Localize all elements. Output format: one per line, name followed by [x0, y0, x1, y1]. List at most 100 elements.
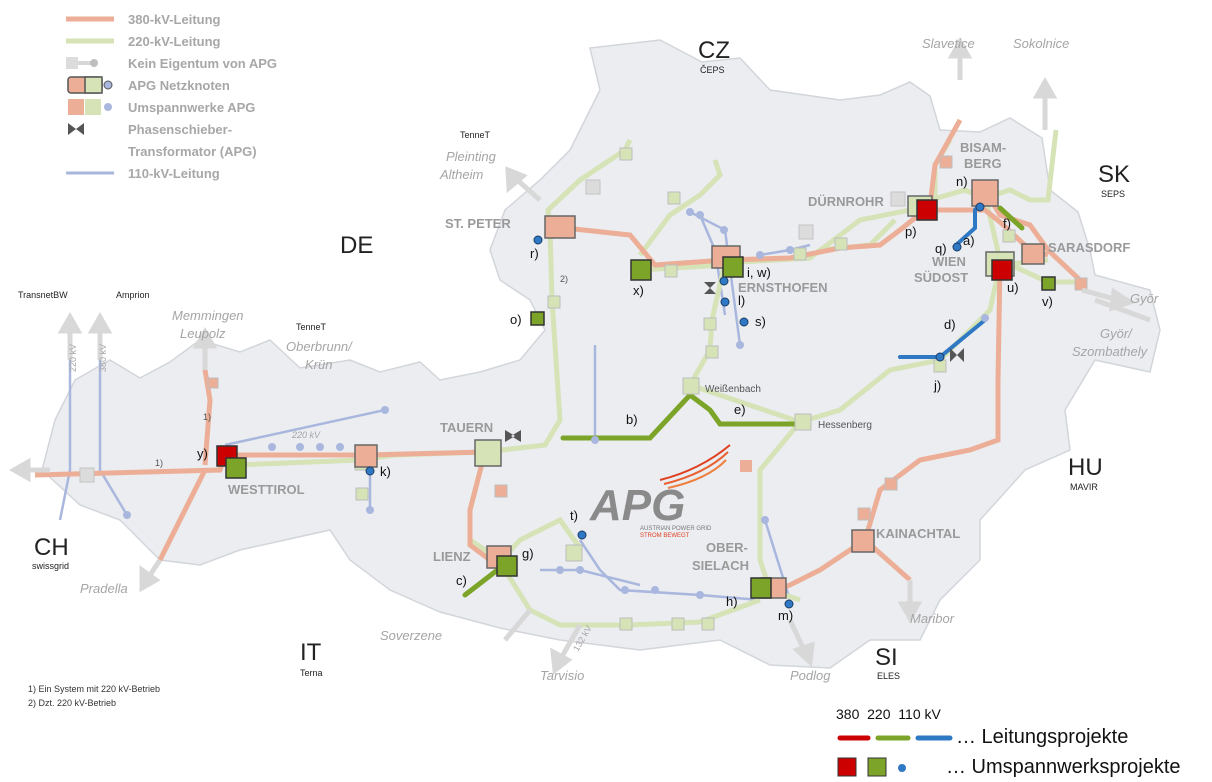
substation-110-projects	[365, 202, 985, 609]
label-leupolz: Leupolz	[180, 326, 226, 341]
phase-shifter-icons	[505, 282, 964, 442]
project-y: y)	[197, 446, 208, 461]
label-obersielach-2: SIELACH	[692, 558, 749, 573]
tso-si: ELES	[877, 671, 900, 681]
label-220kv: 220 kV	[291, 430, 321, 440]
legend-row-no-ownership: Kein Eigentum von APG	[64, 52, 277, 74]
legend-label: 110-kV-Leitung	[128, 165, 220, 181]
country-cz: CZ	[698, 37, 730, 64]
footnote-marks: 1) 1) 2)	[155, 274, 568, 468]
label-tarvisio: Tarvisio	[540, 668, 584, 683]
project-s: s)	[755, 314, 766, 329]
substation-projects	[216, 199, 1056, 599]
legend-row-220: 220-kV-Leitung	[64, 30, 277, 52]
project-i-w: i, w)	[747, 265, 771, 280]
logo-sub2: STROM BEWEGT	[640, 533, 690, 539]
country-labels: CZ ČEPS DE SK SEPS HU MAVIR SI ELES IT T…	[18, 37, 1130, 681]
legend-row-380: 380-kV-Leitung	[64, 8, 277, 30]
project-x: x)	[633, 283, 644, 298]
map-legend: 380-kV-Leitung 220-kV-Leitung Kein Eigen…	[64, 8, 277, 184]
label-szombathely: Szombathely	[1072, 344, 1149, 359]
project-e: e)	[734, 402, 746, 417]
legend-label: 220-kV-Leitung	[128, 33, 221, 49]
label-weissenbach: Weißenbach	[705, 384, 761, 395]
country-sk: SK	[1098, 161, 1130, 188]
legend-label: APG Netzknoten	[128, 77, 230, 93]
project-m: m)	[778, 608, 793, 623]
footnote-2: 2) Dzt. 220 kV-Betrieb	[28, 698, 117, 708]
logo-sub1: AUSTRIAN POWER GRID	[640, 526, 712, 532]
label-380kv: 380 kV	[98, 344, 108, 372]
foreign-nodes-grey	[79, 179, 906, 483]
country-de: DE	[340, 232, 373, 259]
tso-cz: ČEPS	[700, 65, 725, 75]
legend-label: 380-kV-Leitung	[128, 11, 221, 27]
kv-220: 220	[867, 706, 891, 722]
project-f: f)	[1003, 216, 1011, 231]
legend-row-grid-node: APG Netzknoten	[64, 74, 277, 96]
project-c: c)	[456, 573, 467, 588]
label-oberbrunn: Oberbrunn/	[286, 339, 353, 354]
line-projects-label: … Leitungsprojekte	[956, 725, 1129, 748]
project-u: u)	[1007, 280, 1019, 295]
label-lienz: LIENZ	[433, 549, 471, 564]
station-labels: ST. PETER DÜRNROHR BISAM- BERG SARASDORF…	[228, 140, 1130, 573]
label-wien-2: SÜDOST	[914, 270, 968, 285]
project-o: o)	[510, 312, 522, 327]
project-legend: 380 220 110 kV … Leitungsprojekte … Umsp…	[836, 706, 1181, 782]
project-b: b)	[626, 412, 638, 427]
country-it: IT	[300, 639, 322, 666]
label-altheim: Altheim	[439, 167, 484, 182]
tso-ch: swissgrid	[32, 561, 69, 571]
label-gyoer: Györ	[1130, 291, 1159, 306]
tso-sk: SEPS	[1101, 189, 1125, 199]
legend-label: Transformator (APG)	[128, 143, 257, 159]
foreign-node-labels: Slavetice Sokolnice Pleinting Altheim Me…	[80, 36, 1159, 683]
legend-label: Phasenschieber-	[128, 121, 233, 137]
fn-1-b: 1)	[203, 412, 211, 422]
label-ernsthofen: ERNSTHOFEN	[738, 280, 828, 295]
label-pleinting: Pleinting	[446, 149, 497, 164]
label-maribor: Maribor	[910, 611, 955, 626]
label-kainachtal: KAINACHTAL	[876, 526, 960, 541]
tso-tennet-north: TenneT	[460, 130, 491, 140]
legend-label: Kein Eigentum von APG	[128, 55, 278, 71]
legend-row-substation: Umspannwerke APG	[64, 96, 277, 118]
tso-transnetbw: TransnetBW	[18, 290, 68, 300]
project-labels: a) b) c) d) e) f) g) h) i, w) j) k) l) m…	[197, 174, 1053, 623]
label-wien-1: WIEN	[932, 254, 966, 269]
project-l: l)	[738, 293, 745, 308]
tso-amprion: Amprion	[116, 290, 150, 300]
country-si: SI	[875, 644, 898, 671]
legend-row-phase-shifter-2: Transformator (APG)	[64, 140, 277, 162]
project-legend-kv: 380 220 110 kV	[836, 706, 1181, 722]
project-h: h)	[726, 594, 738, 609]
label-gyoer2: Györ/	[1100, 326, 1133, 341]
country-ch: CH	[34, 534, 69, 561]
label-220kv-side: 220 kV	[68, 344, 78, 372]
label-soverzene: Soverzene	[380, 628, 442, 643]
label-hessenberg: Hessenberg	[818, 420, 872, 431]
project-j: j)	[933, 378, 941, 393]
phase-shifter-icon	[68, 123, 84, 135]
kv-110: 110 kV	[898, 706, 941, 722]
label-sokolnice: Sokolnice	[1013, 36, 1069, 51]
substation-projects-row: … Umspannwerksprojekte	[836, 752, 1181, 782]
project-r: r)	[530, 246, 539, 261]
label-st-peter: ST. PETER	[445, 216, 511, 231]
label-pradella: Pradella	[80, 581, 128, 596]
footnote-1: 1) Ein System mit 220 kV-Betrieb	[28, 684, 161, 694]
project-d: d)	[944, 317, 956, 332]
country-hu: HU	[1068, 454, 1103, 481]
legend-row-110: 110-kV-Leitung	[64, 162, 277, 184]
label-slavetice: Slavetice	[922, 36, 975, 51]
footnotes: 1) Ein System mit 220 kV-Betrieb 2) Dzt.…	[28, 682, 160, 710]
fn-2: 2)	[560, 274, 568, 284]
border-arrows	[8, 36, 1151, 675]
label-bisamberg-1: BISAM-	[960, 140, 1006, 155]
label-podlog: Podlog	[790, 668, 831, 683]
project-v: v)	[1042, 294, 1053, 309]
tso-tennet-west: TenneT	[296, 322, 327, 332]
